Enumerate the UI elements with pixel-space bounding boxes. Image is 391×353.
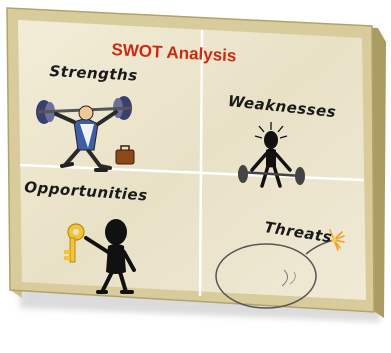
struggling-figure-icon bbox=[238, 122, 305, 188]
weightlifter-icon bbox=[36, 96, 135, 172]
horizontal-divider bbox=[19, 163, 365, 182]
board-panel bbox=[18, 20, 366, 300]
figure-with-key-icon bbox=[64, 219, 136, 294]
vertical-divider bbox=[198, 29, 204, 297]
bomb-icon bbox=[215, 229, 345, 309]
